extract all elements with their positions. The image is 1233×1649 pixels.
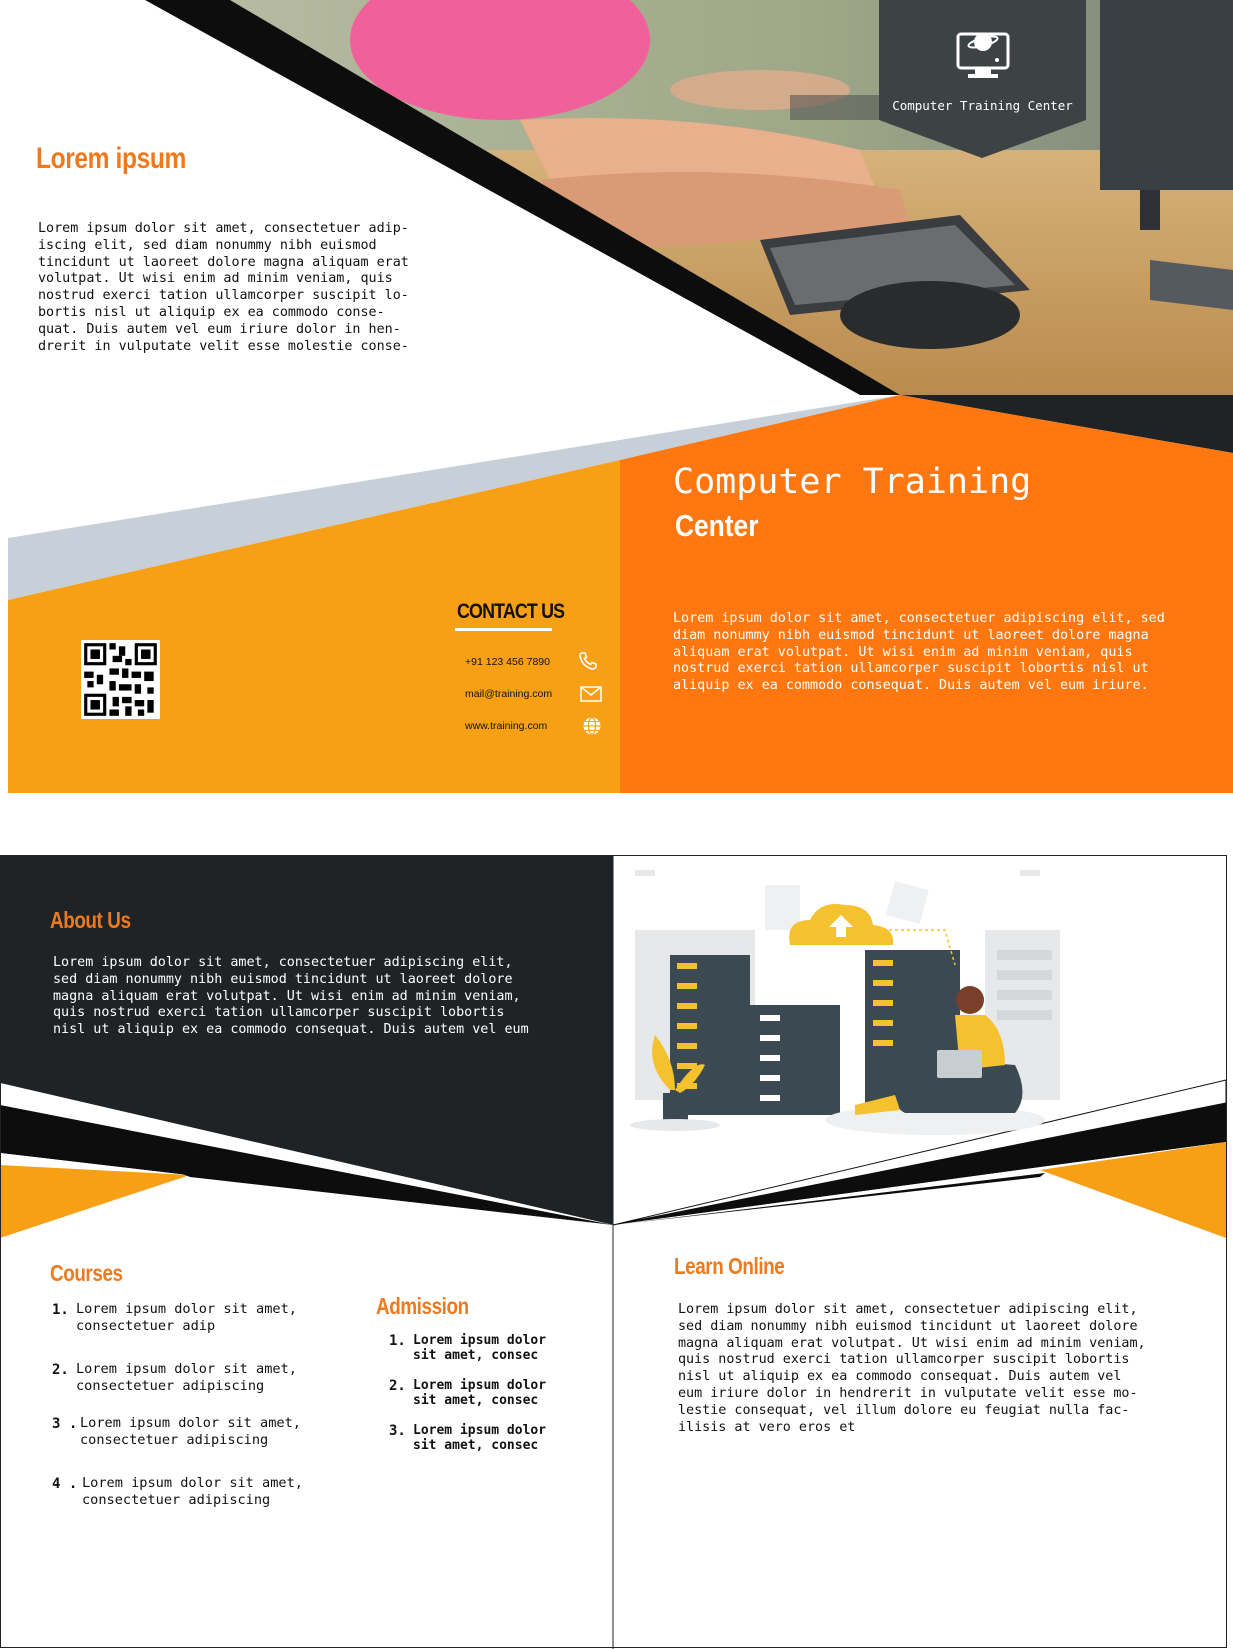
contact-title: CONTACT US — [457, 600, 565, 623]
admission-item: 1. Lorem ipsum dolor sit amet, consec — [389, 1333, 547, 1363]
front-lower-panels — [8, 395, 1233, 793]
server-room-illustration — [630, 870, 1060, 1135]
phone-icon — [579, 652, 597, 670]
learn-body: Lorem ipsum dolor sit amet, consectetuer… — [678, 1302, 1146, 1435]
contact-phone[interactable]: +91 123 456 7890 — [465, 656, 550, 668]
monitor-planet-icon — [956, 32, 1010, 78]
course-item: 3 . Lorem ipsum dolor sit amet, consecte… — [52, 1415, 301, 1448]
course-item: 4 . Lorem ipsum dolor sit amet, consecte… — [52, 1475, 303, 1508]
logo-label: Computer Training Center — [892, 98, 1073, 113]
admission-item: 2. Lorem ipsum dolor sit amet, consec — [389, 1378, 547, 1408]
cover-title-line1: Computer Training — [673, 462, 1032, 502]
inside-shapes — [0, 855, 1227, 1649]
contact-website[interactable]: www.training.com — [465, 720, 548, 732]
contact-title-underline — [455, 628, 552, 631]
course-item: 1. Lorem ipsum dolor sit amet, consectet… — [52, 1301, 297, 1334]
course-item: 2. Lorem ipsum dolor sit amet, consectet… — [52, 1361, 297, 1394]
about-title: About Us — [50, 907, 131, 933]
logo-badge-shape — [879, 0, 1086, 158]
courses-list: 1. Lorem ipsum dolor sit amet, consectet… — [52, 1301, 336, 1509]
courses-title: Courses — [50, 1260, 123, 1286]
learn-title: Learn Online — [674, 1253, 785, 1279]
cover-title-line2: Center — [675, 508, 759, 543]
logo-badge: Computer Training Center — [879, 0, 1086, 158]
mail-icon — [580, 686, 602, 702]
contact-email[interactable]: mail@training.com — [465, 688, 553, 700]
back-cover-body: Lorem ipsum dolor sit amet, consectetuer… — [38, 221, 409, 354]
front-sheet: Computer Training Center Lorem ipsum Lor… — [0, 0, 1233, 800]
admission-title: Admission — [376, 1293, 469, 1319]
about-body: Lorem ipsum dolor sit amet, consectetuer… — [53, 955, 529, 1038]
cover-body: Lorem ipsum dolor sit amet, consectetuer… — [673, 611, 1165, 694]
qr-code — [81, 640, 160, 719]
globe-icon — [583, 716, 601, 736]
admission-item: 3. Lorem ipsum dolor sit amet, consec — [389, 1423, 547, 1453]
admission-list: 1. Lorem ipsum dolor sit amet, consec 2.… — [389, 1333, 603, 1453]
inside-sheet: About Us Lorem ipsum dolor sit amet, con… — [0, 855, 1233, 1649]
black-diagonal-stripe — [145, 0, 900, 395]
back-cover-title: Lorem ipsum — [36, 142, 186, 175]
